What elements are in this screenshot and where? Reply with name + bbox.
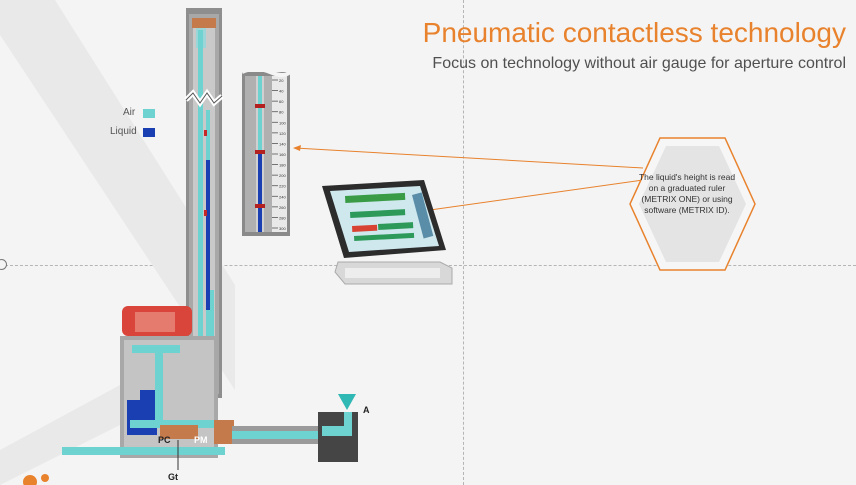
ruler-tick-label: 120 (279, 131, 286, 136)
guide-circle-marker (0, 259, 7, 270)
air-tube (198, 30, 203, 395)
ruler-tick-label: 160 (279, 152, 286, 157)
gauge-body (62, 306, 234, 458)
ruler-ticks: 20 40 60 80 100 120 140 160 180 200 220 240 260 280 30… (272, 78, 286, 231)
liquid-tube (206, 160, 210, 310)
ruler-tick-label: 220 (279, 184, 286, 189)
page-subtitle: Focus on technology without air gauge fo… (432, 55, 846, 72)
legend-liquid-label: Liquid (110, 126, 137, 137)
label-a: A (363, 405, 370, 415)
outlet-pipe (232, 394, 358, 462)
tablet-device (322, 180, 453, 285)
page-title: Pneumatic contactless technology (422, 17, 846, 48)
ruler-tick-label: 300 (279, 226, 286, 231)
ruler-tick-label: 20 (279, 78, 284, 83)
legend-liquid-swatch (143, 128, 155, 137)
label-pc: PC (158, 435, 171, 445)
ruler-tick-label: 100 (279, 120, 286, 125)
callout-hexagon-inner (639, 146, 746, 262)
label-gt: Gt (168, 472, 178, 482)
background-band-lower (0, 385, 150, 485)
ruler-tick-label: 260 (279, 205, 286, 210)
ruler-tick-label: 200 (279, 173, 286, 178)
ruler-tick-label: 240 (279, 194, 286, 199)
ruler-tick-label: 280 (279, 215, 286, 220)
ruler-tick-label: 40 (279, 89, 284, 94)
logo-fragment (23, 475, 37, 485)
legend-air-label: Air (123, 107, 136, 118)
ruler-tick-label: 140 (279, 141, 286, 146)
label-pm: PM (194, 435, 208, 445)
background-band (0, 0, 235, 390)
graduated-ruler-zoom: 20 40 60 80 100 120 140 160 180 200 220 240 260 280 30… (241, 67, 292, 236)
ruler-tick-label: 60 (279, 99, 284, 104)
legend-air-swatch (143, 109, 155, 118)
leader-line-tablet (429, 179, 644, 211)
ruler-tick-label: 180 (279, 163, 286, 168)
ruler-tick-label: 80 (279, 110, 284, 115)
vertical-guide-line (463, 0, 464, 485)
nozzle-triangle (338, 394, 356, 410)
leader-line-ruler (294, 147, 644, 169)
callout-text: The liquid's height is read on a graduat… (638, 172, 736, 215)
